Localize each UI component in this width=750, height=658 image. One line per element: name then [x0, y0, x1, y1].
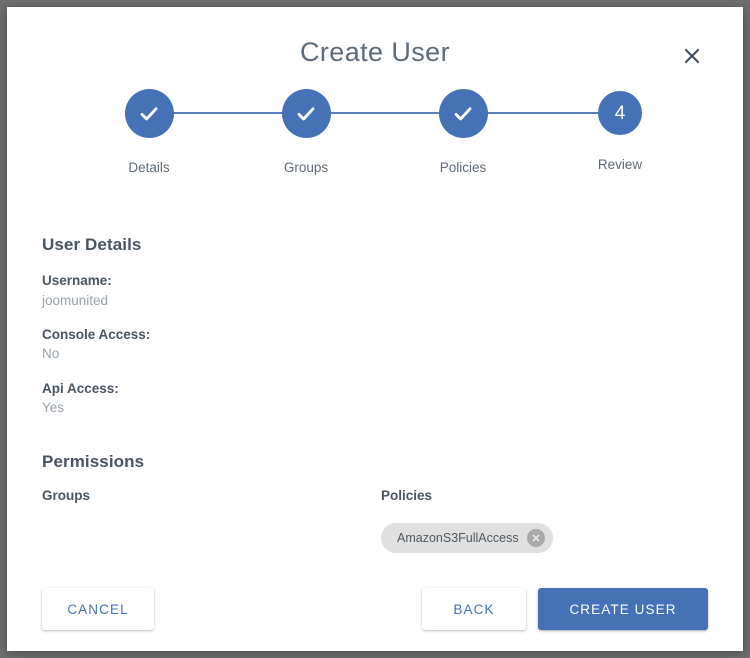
permissions-section: Permissions Groups Policies AmazonS3Full… — [42, 452, 708, 557]
policy-chip[interactable]: AmazonS3FullAccess — [381, 523, 553, 554]
detail-value: joomunited — [42, 292, 109, 308]
step-complete-icon — [438, 89, 488, 138]
step-complete-icon — [281, 89, 331, 138]
detail-label: Console Access: — [42, 326, 151, 342]
create-user-button[interactable]: CREATE USER — [538, 588, 708, 630]
step-complete-icon — [124, 89, 174, 138]
step-number: 4 — [614, 102, 626, 124]
dialog-header: Create User — [7, 7, 743, 89]
step-number-badge: 4 — [598, 91, 642, 135]
detail-row-console-access: Console Access: No — [42, 325, 708, 365]
permissions-heading: Permissions — [42, 452, 145, 472]
footer-actions: BACK CREATE USER — [422, 588, 708, 630]
create-user-dialog: Create User Details Groups — [7, 7, 743, 651]
groups-column-heading: Groups — [42, 488, 91, 504]
detail-value: No — [42, 346, 60, 362]
detail-value: Yes — [42, 400, 65, 416]
detail-row-api-access: Api Access: Yes — [42, 379, 708, 419]
stepper-step-details[interactable]: Details — [89, 89, 209, 175]
detail-label: Username: — [42, 273, 112, 288]
dialog-footer: CANCEL BACK CREATE USER — [7, 567, 743, 651]
stepper-connector-2 — [306, 112, 463, 114]
page-title: Create User — [300, 37, 450, 67]
permissions-groups-column: Groups — [42, 488, 369, 557]
stepper-step-label: Groups — [283, 160, 329, 175]
policies-column-heading: Policies — [381, 488, 433, 504]
groups-chip-list — [42, 523, 369, 557]
stepper-step-groups[interactable]: Groups — [246, 89, 366, 175]
close-icon[interactable] — [679, 43, 705, 69]
back-button[interactable]: BACK — [422, 588, 526, 630]
detail-row-username: Username: joomunited — [42, 271, 708, 311]
remove-circle-icon[interactable] — [526, 529, 545, 548]
user-details-heading: User Details — [42, 235, 142, 254]
wizard-stepper: Details Groups Policies 4 Review — [65, 89, 685, 199]
detail-label: Api Access: — [42, 380, 119, 396]
cancel-button[interactable]: CANCEL — [42, 588, 154, 630]
stepper-step-label: Review — [597, 157, 643, 172]
policy-chip-label: AmazonS3FullAccess — [397, 531, 519, 546]
stepper-connector-3 — [463, 112, 620, 114]
stepper-step-policies[interactable]: Policies — [403, 89, 523, 175]
stepper-step-review[interactable]: 4 Review — [560, 89, 680, 172]
user-details-section: User Details Username: joomunited Consol… — [42, 235, 708, 418]
stepper-connector-1 — [149, 112, 306, 114]
stepper-step-label: Policies — [439, 160, 487, 175]
dialog-body: User Details Username: joomunited Consol… — [7, 235, 743, 557]
stepper-step-label: Details — [128, 160, 170, 175]
permissions-policies-column: Policies AmazonS3FullAccess — [369, 488, 708, 557]
policies-chip-list: AmazonS3FullAccess — [381, 523, 708, 557]
